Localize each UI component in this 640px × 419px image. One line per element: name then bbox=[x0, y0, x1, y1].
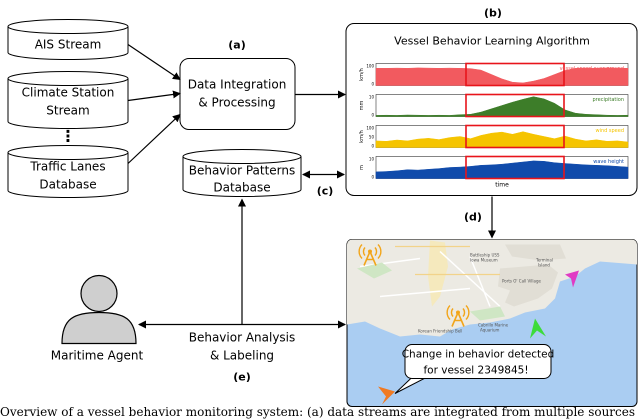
climate-station-label-line2: Stream bbox=[46, 104, 89, 118]
behavior-patterns-cylinder: Behavior Patterns Database bbox=[182, 149, 302, 197]
label-a: (a) bbox=[228, 39, 245, 52]
anomaly-highlight bbox=[465, 93, 565, 118]
series-name: wind speed bbox=[595, 128, 624, 134]
tick-label: 0 bbox=[371, 82, 374, 87]
vessel-marker-icon[interactable] bbox=[565, 270, 579, 288]
time-series-panel: wave height m 10 0 bbox=[359, 155, 629, 180]
tick-label: 100 bbox=[366, 126, 374, 131]
harbor-map[interactable]: Battleship USS Iowa Museum Terminal Isla… bbox=[346, 239, 638, 407]
map-place-label: Iowa Museum bbox=[470, 258, 498, 263]
tick-label: 100 bbox=[366, 64, 374, 69]
data-integration-label-line2: & Processing bbox=[198, 96, 275, 110]
anomaly-highlight bbox=[465, 62, 565, 87]
map-place-label: Battleship USS bbox=[470, 253, 500, 258]
map-place-label: Aquarium bbox=[480, 328, 499, 333]
figure-caption: Overview of a vessel behavior monitoring… bbox=[0, 406, 636, 419]
climate-station-label-line1: Climate Station bbox=[22, 86, 115, 100]
data-integration-label-line1: Data Integration bbox=[188, 78, 287, 92]
anomaly-highlight bbox=[465, 124, 565, 149]
time-series-panel: precipitation mm 10 0 bbox=[359, 93, 629, 118]
maritime-agent-avatar bbox=[61, 274, 137, 345]
map-place-label: Cabrillo Marine bbox=[478, 323, 509, 328]
series-name: wave height bbox=[593, 159, 624, 165]
label-c: (c) bbox=[317, 185, 334, 198]
arrow-climate-to-integration bbox=[127, 90, 181, 102]
unit-label: mm bbox=[359, 101, 365, 111]
maritime-agent-label: Maritime Agent bbox=[51, 349, 144, 363]
alert-text-line1: Change in behavior detected bbox=[402, 349, 555, 361]
tick-label: 10 bbox=[369, 95, 375, 100]
traffic-lanes-label-line1: Traffic Lanes bbox=[29, 160, 105, 174]
alert-speech-bubble: Change in behavior detected for vessel 2… bbox=[394, 344, 555, 394]
behavior-patterns-label-line2: Database bbox=[213, 181, 270, 195]
analysis-label-line1: Behavior Analysis bbox=[189, 331, 296, 345]
traffic-lanes-cylinder: Traffic Lanes Database bbox=[7, 145, 129, 198]
tick-label: 50 bbox=[369, 135, 375, 140]
tick-label: 10 bbox=[369, 157, 375, 162]
tick-label: 0 bbox=[371, 144, 374, 149]
algorithm-title: Vessel Behavior Learning Algorithm bbox=[394, 35, 590, 48]
label-d: (d) bbox=[464, 211, 482, 224]
data-integration-box bbox=[179, 58, 296, 130]
arrow-ais-to-integration bbox=[127, 44, 181, 81]
behavior-patterns-label-line1: Behavior Patterns bbox=[189, 164, 296, 178]
series-area bbox=[375, 160, 629, 179]
signal-tower-icon bbox=[358, 244, 382, 266]
map-place-label: Island bbox=[538, 263, 550, 268]
ais-stream-cylinder: AIS Stream bbox=[7, 19, 129, 60]
unit-label: m bbox=[359, 165, 365, 170]
series-name: precipitation bbox=[593, 97, 625, 103]
tick-label: 0 bbox=[371, 113, 374, 118]
anomaly-highlight bbox=[465, 155, 565, 180]
climate-station-cylinder: Climate Station Stream bbox=[7, 71, 129, 129]
ais-stream-label: AIS Stream bbox=[35, 38, 102, 52]
time-axis-label: time bbox=[495, 182, 509, 189]
series-area bbox=[375, 96, 629, 117]
analysis-label-line2: & Labeling bbox=[210, 349, 274, 363]
label-b: (b) bbox=[484, 7, 502, 20]
unit-label: km/h bbox=[359, 130, 365, 143]
traffic-lanes-label-line2: Database bbox=[39, 178, 96, 192]
tick-label: 0 bbox=[371, 175, 374, 180]
alert-text-line2: for vessel 2349845! bbox=[423, 365, 528, 377]
series-name: vessel speed over ground bbox=[560, 66, 624, 72]
more-sources-ellipsis: ⋮ bbox=[60, 127, 76, 146]
map-place-label: Korean Friendship Bell bbox=[418, 329, 462, 334]
arrow-traffic-to-integration bbox=[127, 113, 181, 164]
vessel-marker-icon[interactable] bbox=[378, 386, 395, 405]
time-series-panels: vessel speed over groundkm/h1000precipit… bbox=[359, 62, 629, 180]
signal-tower-icon bbox=[446, 305, 470, 327]
map-place-label: Ports O' Call Village bbox=[502, 279, 542, 284]
unit-label: km/h bbox=[359, 68, 365, 81]
label-e: (e) bbox=[233, 371, 251, 384]
series-area bbox=[375, 67, 629, 86]
vessel-marker-icon[interactable] bbox=[530, 318, 546, 339]
map-place-label: Terminal bbox=[535, 258, 553, 263]
series-area bbox=[375, 131, 629, 148]
